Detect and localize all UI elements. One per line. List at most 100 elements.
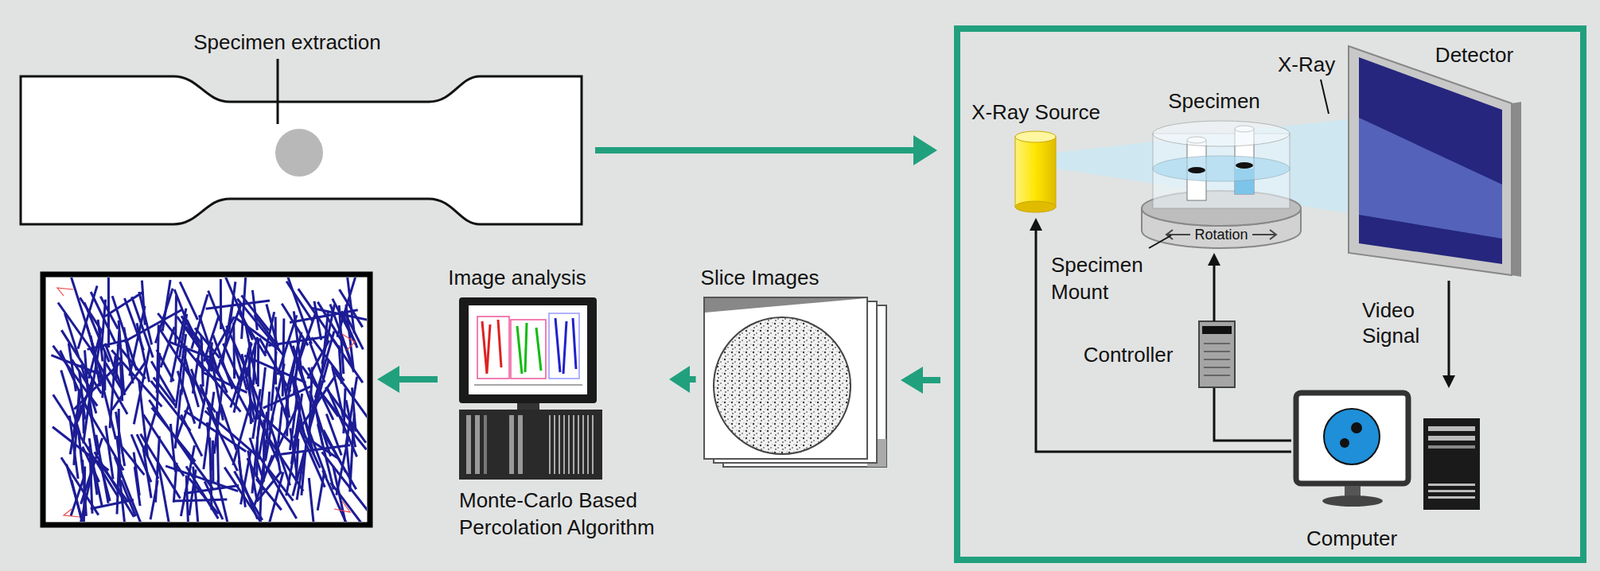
- detector-node: Detector: [1344, 39, 1522, 279]
- ct-frame: [957, 28, 1584, 561]
- fiber-line: [216, 305, 242, 374]
- fiber-line: [311, 337, 345, 382]
- fiber-network-box-part: [63, 509, 80, 518]
- analysis-computer-part: [466, 415, 472, 475]
- fiber-line: [82, 459, 87, 517]
- analysis-computer-part: [591, 415, 594, 475]
- analysis-computer-part: [587, 415, 589, 475]
- fiber-line: [77, 285, 98, 349]
- controller-tower: [1199, 321, 1235, 388]
- analysis-computer-part: [572, 318, 577, 370]
- analysis-computer-part: [510, 319, 546, 379]
- analysis-computer-part: [509, 415, 514, 475]
- fiber-network-box-part: [42, 274, 370, 526]
- fiber-line: [133, 452, 140, 496]
- controller-node: Controller: [1074, 321, 1238, 389]
- slice-stack-part: [704, 297, 868, 460]
- dogbone-specimen-part: [275, 128, 324, 177]
- analysis-computer-part: [548, 313, 580, 379]
- label-text: Controller: [1083, 342, 1174, 367]
- controller-tower-part: [1203, 358, 1231, 361]
- analysis-computer-part: [483, 415, 487, 475]
- fiber-line: [150, 480, 158, 520]
- flow-arrow: [377, 365, 941, 394]
- fiber-line: [189, 470, 196, 517]
- analysis-computer-part: [477, 316, 510, 379]
- fiber-line: [87, 339, 129, 350]
- fiber-line: [280, 445, 351, 456]
- specimen-mount-part: [1187, 140, 1207, 201]
- analysis-computer-part: [459, 409, 603, 480]
- fiber-line: [332, 365, 344, 417]
- fiber-line: [233, 345, 247, 391]
- fiber-line: [101, 299, 106, 351]
- fiber-line: [345, 377, 357, 448]
- xray-source-cylinder: [1015, 131, 1056, 213]
- fiber-line: [201, 335, 203, 387]
- detector-panel-part: [1348, 46, 1512, 276]
- specimen-mount-part: [1252, 233, 1277, 236]
- fiber-line: [175, 404, 190, 441]
- fiber-line: [87, 447, 118, 498]
- edge-label: Video Signal: [1362, 297, 1442, 349]
- computer-node: Computer: [1292, 389, 1484, 559]
- analysis-computer-part: [568, 415, 570, 475]
- fiber-line: [94, 451, 135, 518]
- specimen-mount-part: [1187, 167, 1206, 174]
- fiber-line: [172, 499, 227, 502]
- fiber-line: [283, 376, 290, 419]
- label-text: Image analysis: [447, 265, 586, 290]
- fiber-line: [308, 478, 314, 522]
- fiber-line: [208, 291, 228, 338]
- label-text: Rotation: [1194, 226, 1248, 243]
- label-text: X-Ray Source: [971, 100, 1101, 125]
- analysis-computer-part: [517, 403, 540, 410]
- controller-tower-part: [1203, 342, 1231, 345]
- fiber-line: [69, 416, 78, 479]
- analysis-computer-part: [563, 415, 565, 475]
- fiber-line: [256, 338, 260, 388]
- part-label: X-Ray: [1277, 52, 1336, 77]
- fiber-line: [116, 452, 120, 515]
- connector: [1207, 253, 1221, 322]
- specimen-mount-node: SpecimenRotation: [1137, 85, 1309, 252]
- computer-icon-part: [1323, 408, 1380, 465]
- specimen-mount-part: [1166, 233, 1191, 236]
- fiber-line: [332, 299, 357, 346]
- computer-icon-part: [1350, 422, 1363, 434]
- fiber-line: [238, 460, 246, 507]
- label-text: Specimen: [1167, 89, 1261, 113]
- fiber-line: [322, 451, 367, 514]
- slice-images-node: Slice Images: [699, 262, 892, 470]
- analysis-computer-part: [486, 324, 491, 373]
- fiber-line: [266, 304, 279, 351]
- fiber-line: [191, 294, 208, 349]
- fiber-line: [278, 406, 283, 444]
- analysis-computer-part: [577, 415, 580, 475]
- computer-icon-part: [1339, 438, 1350, 448]
- fiber-line: [144, 407, 158, 452]
- specimen-mount: [1141, 120, 1301, 249]
- fiber-line: [157, 313, 205, 372]
- slice-stack-part: [713, 317, 851, 455]
- computer-icon-part: [1428, 436, 1476, 441]
- label-text: Monte-Carlo Based Percolation Algorithm: [459, 486, 665, 542]
- analysis-computer-part: [572, 415, 575, 475]
- computer-icon-part: [1322, 495, 1383, 507]
- fiber-line: [174, 295, 178, 344]
- analysis-computer-part: [582, 415, 584, 475]
- fiber-line: [206, 342, 213, 395]
- analysis-computer-part: [553, 415, 556, 475]
- label-text: Slice Images: [700, 265, 820, 290]
- fiber-line: [133, 347, 150, 425]
- computer-icon-part: [1428, 445, 1476, 449]
- dogbone-specimen: [20, 58, 582, 225]
- controller-tower-part: [1202, 326, 1232, 335]
- fiber-network-box-part: [334, 501, 351, 513]
- flow-arrow: [595, 135, 938, 166]
- connector-line: [1214, 388, 1292, 441]
- fiber-line: [298, 426, 325, 487]
- flow-arrow-part: [913, 135, 938, 166]
- specimen-mount-part: [1235, 162, 1254, 169]
- flow-arrow-part: [900, 366, 923, 394]
